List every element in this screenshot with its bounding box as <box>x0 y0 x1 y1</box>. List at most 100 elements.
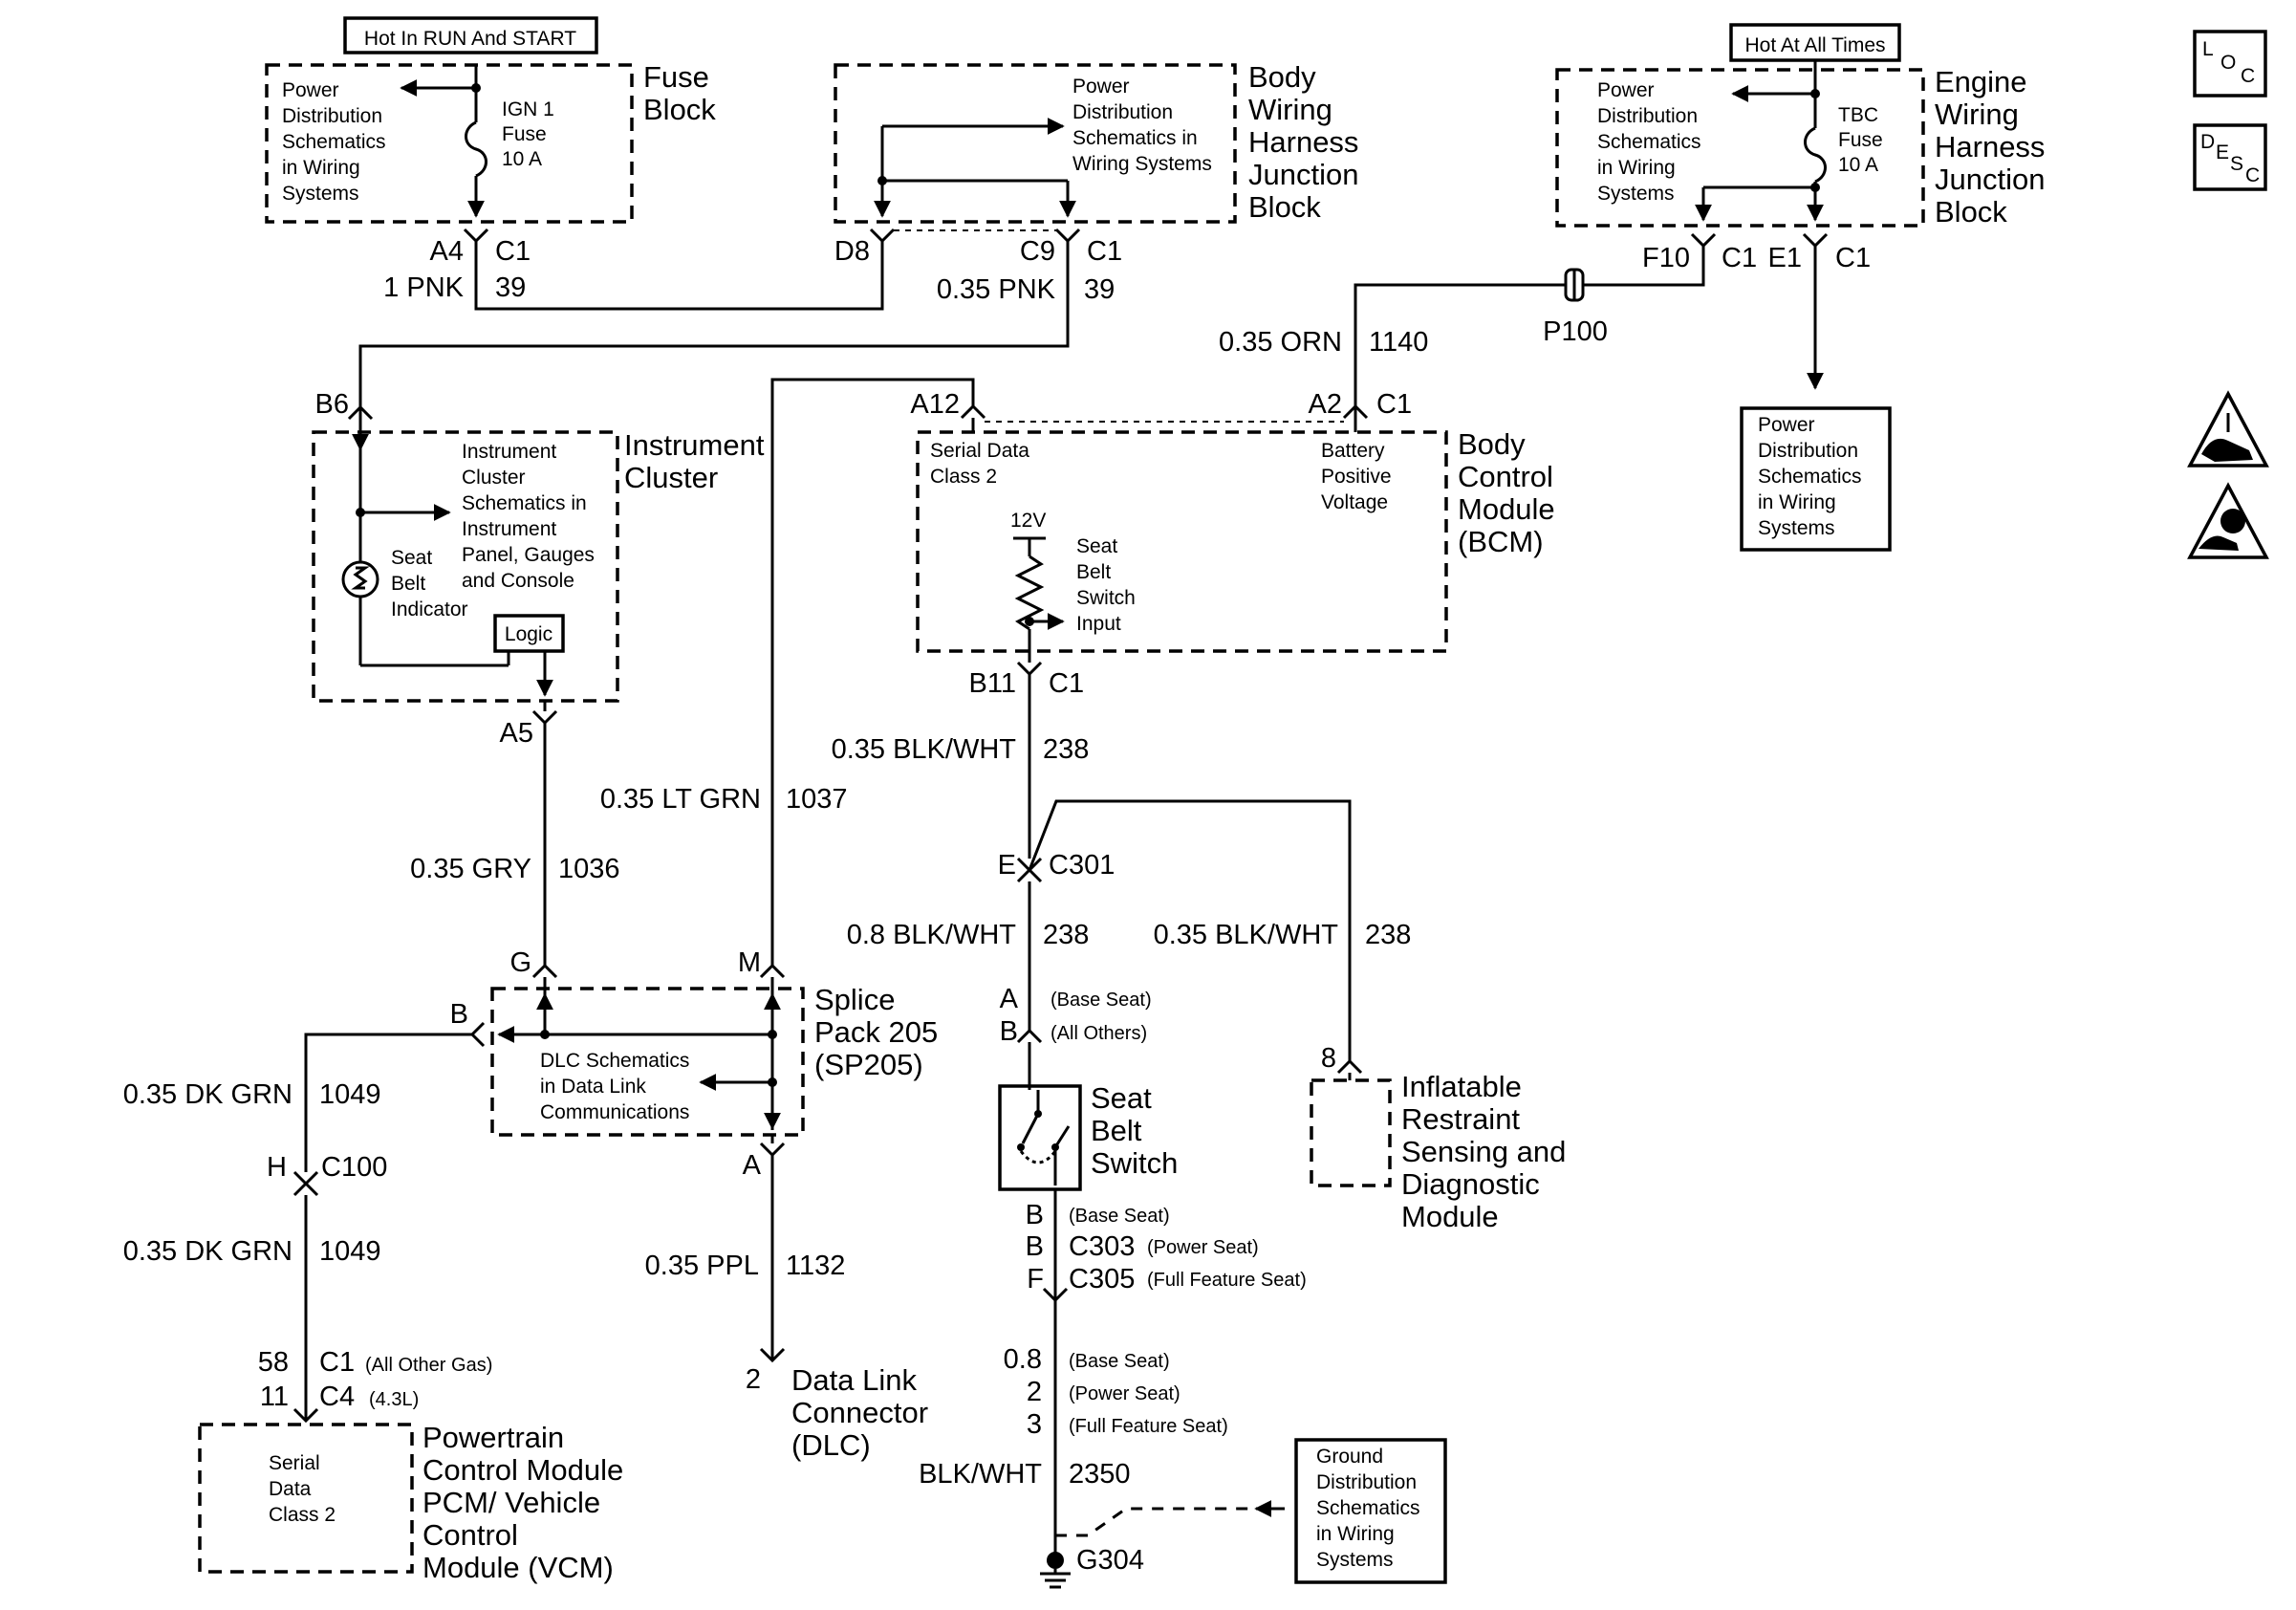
ewhjb-name-1: Engine <box>1935 65 2027 98</box>
ign1-fuse-label-3: 10 A <box>502 148 542 170</box>
ewhjb-pin-f10: F10 <box>1642 243 1690 273</box>
ic-logic-label: Logic <box>505 623 552 645</box>
irsdm-outline <box>1310 1078 1392 1187</box>
bwhjb-note-2: Distribution <box>1072 101 1173 123</box>
pnk-wire-label: 1 PNK <box>383 272 464 303</box>
body-wiring-junction-block: Body Wiring Harness Junction Block Power… <box>834 60 1358 305</box>
blkwht-top-circuit-label: 238 <box>1043 734 1089 765</box>
dlc-name-2: Connector <box>791 1396 928 1429</box>
ltgrn-circuit-label: 1037 <box>786 784 848 815</box>
ground-gauge-2: 2 <box>1027 1377 1042 1407</box>
desc-icon[interactable]: D E S C <box>2193 123 2267 191</box>
ewhjb-note-5: Systems <box>1597 183 1675 205</box>
pcm-name-2: Control Module <box>422 1453 623 1487</box>
bwhjb-conn-c1: C1 <box>1087 236 1122 267</box>
ground-gauge-3: 3 <box>1027 1409 1042 1440</box>
pcm-conn-c1: C1 <box>319 1347 355 1378</box>
hot-run-start-tag <box>343 16 598 54</box>
fuse-conn-c1: C1 <box>495 236 531 267</box>
ign1-fuse-icon <box>465 120 487 178</box>
bcm-seat-input-3: Switch <box>1076 587 1136 609</box>
pcm-name-1: Powertrain <box>422 1421 564 1454</box>
ewhjb-conn-c1-left: C1 <box>1722 243 1757 273</box>
ground-circuit: 0.8 (Base Seat) 2 (Power Seat) 3 (Full F… <box>919 1300 1447 1589</box>
fuse-block-note-2: Distribution <box>282 105 382 127</box>
ewhjb-note-2: Distribution <box>1597 105 1698 127</box>
loc-icon-o: O <box>2220 52 2236 74</box>
sp205-pin-a: A <box>743 1150 762 1181</box>
bcm-serial-2: Class 2 <box>930 466 997 488</box>
orn-circuit-label: 1140 <box>1369 327 1428 358</box>
gry-wire-label: 0.35 GRY <box>410 854 531 884</box>
bcm-conn-c1-bottom: C1 <box>1049 668 1084 699</box>
ewhjb-outline <box>1555 68 1925 228</box>
ic-name-2: Cluster <box>624 461 718 494</box>
bcm-seat-input-2: Belt <box>1076 561 1111 583</box>
ic-indicator-1: Seat <box>391 547 432 569</box>
ic-pin-a5: A5 <box>500 718 533 749</box>
bcm-seat-input-1: Seat <box>1076 535 1117 557</box>
c100-conn-label: C100 <box>321 1152 387 1183</box>
pcm-name-5: Module (VCM) <box>422 1551 614 1584</box>
pnk035-circuit-label: 39 <box>1084 274 1115 305</box>
bcm-name-2: Control <box>1458 460 1553 493</box>
loc-icon-c: C <box>2241 65 2255 87</box>
fuse-block-note-4: in Wiring <box>282 157 360 179</box>
bcm-pin-a2: A2 <box>1309 389 1342 420</box>
pullup-resistor-icon <box>1014 555 1045 631</box>
tbc-fuse-label-3: 10 A <box>1838 154 1878 176</box>
orn-1140-wire: P100 0.35 ORN 1140 <box>1219 246 1705 418</box>
logic-box <box>493 614 565 653</box>
sbs-bottom-pin-2: B <box>1026 1231 1044 1262</box>
ppl-wire-label: 0.35 PPL <box>645 1251 759 1281</box>
dlc-name-1: Data Link <box>791 1363 917 1397</box>
seat-belt-switch: A (Base Seat) B (All Others) Seat Belt S… <box>998 984 1307 1303</box>
tbc-fuse-label-1: TBC <box>1838 104 1878 126</box>
c100-pin-h: H <box>267 1152 287 1183</box>
irsdm-name-4: Diagnostic <box>1401 1167 1540 1201</box>
blkwht-right-wire-label: 0.35 BLK/WHT <box>1154 920 1339 950</box>
ic-pin-b6: B6 <box>315 389 349 420</box>
sbs-bottom-note-2: (Power Seat) <box>1147 1237 1259 1258</box>
pnk035-wire-label: 0.35 PNK <box>937 274 1056 305</box>
bcm-pin-a12: A12 <box>910 389 960 420</box>
ground-note-2: Distribution <box>1316 1471 1417 1493</box>
instrument-cluster: B6 Instrument Cluster Instrument Cluster… <box>312 389 765 749</box>
ground-note-5: Systems <box>1316 1549 1394 1571</box>
ground-circuit-label: 2350 <box>1069 1459 1131 1490</box>
sp205-note-2: in Data Link <box>540 1076 646 1098</box>
sbs-note-base: (Base Seat) <box>1051 990 1152 1011</box>
hot-run-start-label: Hot In RUN And START <box>364 28 576 50</box>
sbs-bottom-note-3: (Full Feature Seat) <box>1147 1270 1307 1291</box>
ewhjb-note-1: Power <box>1597 79 1655 101</box>
ic-name-1: Instrument <box>624 428 765 462</box>
bcm-name-3: Module <box>1458 492 1555 526</box>
irsdm-name-3: Sensing and <box>1401 1135 1566 1168</box>
ewhjb-out-note-1: Power <box>1758 414 1815 436</box>
sbs-contact-icon <box>1021 1113 1040 1144</box>
bcm-serial-1: Serial Data <box>930 440 1029 462</box>
dlc-name-3: (DLC) <box>791 1428 871 1462</box>
dlc-connector-icon <box>759 1347 786 1363</box>
blkwht-top-wire-label: 0.35 BLK/WHT <box>832 734 1017 765</box>
sp205-name-2: Pack 205 <box>814 1015 938 1049</box>
sbs-bottom-conn-c303: C303 <box>1069 1231 1135 1262</box>
ground-dist-note-box <box>1294 1438 1447 1584</box>
irsdm-name-1: Inflatable <box>1401 1070 1522 1103</box>
bcm-conn-c1-top: C1 <box>1376 389 1412 420</box>
dkgrn-wire2-label: 0.35 DK GRN <box>123 1236 292 1267</box>
ign1-fuse-label-2: Fuse <box>502 123 547 145</box>
ground-gauge-note-1: (Base Seat) <box>1069 1351 1170 1372</box>
bcm-battery-1: Battery <box>1321 440 1385 462</box>
blkwht-right-circuit-label: 238 <box>1365 920 1411 950</box>
dlc-pin-2: 2 <box>746 1364 761 1395</box>
pnk035-39-wire <box>358 241 1070 421</box>
c301-pin-e: E <box>998 850 1016 881</box>
sbs-switch-box <box>998 1084 1082 1191</box>
power-dist-note-box <box>1740 406 1892 552</box>
loc-icon[interactable]: L O C <box>2193 30 2267 98</box>
sbs-pin-b: B <box>1000 1016 1018 1047</box>
bwhjb-outline <box>834 63 1237 224</box>
sp205-pin-b: B <box>450 999 468 1030</box>
pcm-pin-58: 58 <box>258 1347 289 1378</box>
